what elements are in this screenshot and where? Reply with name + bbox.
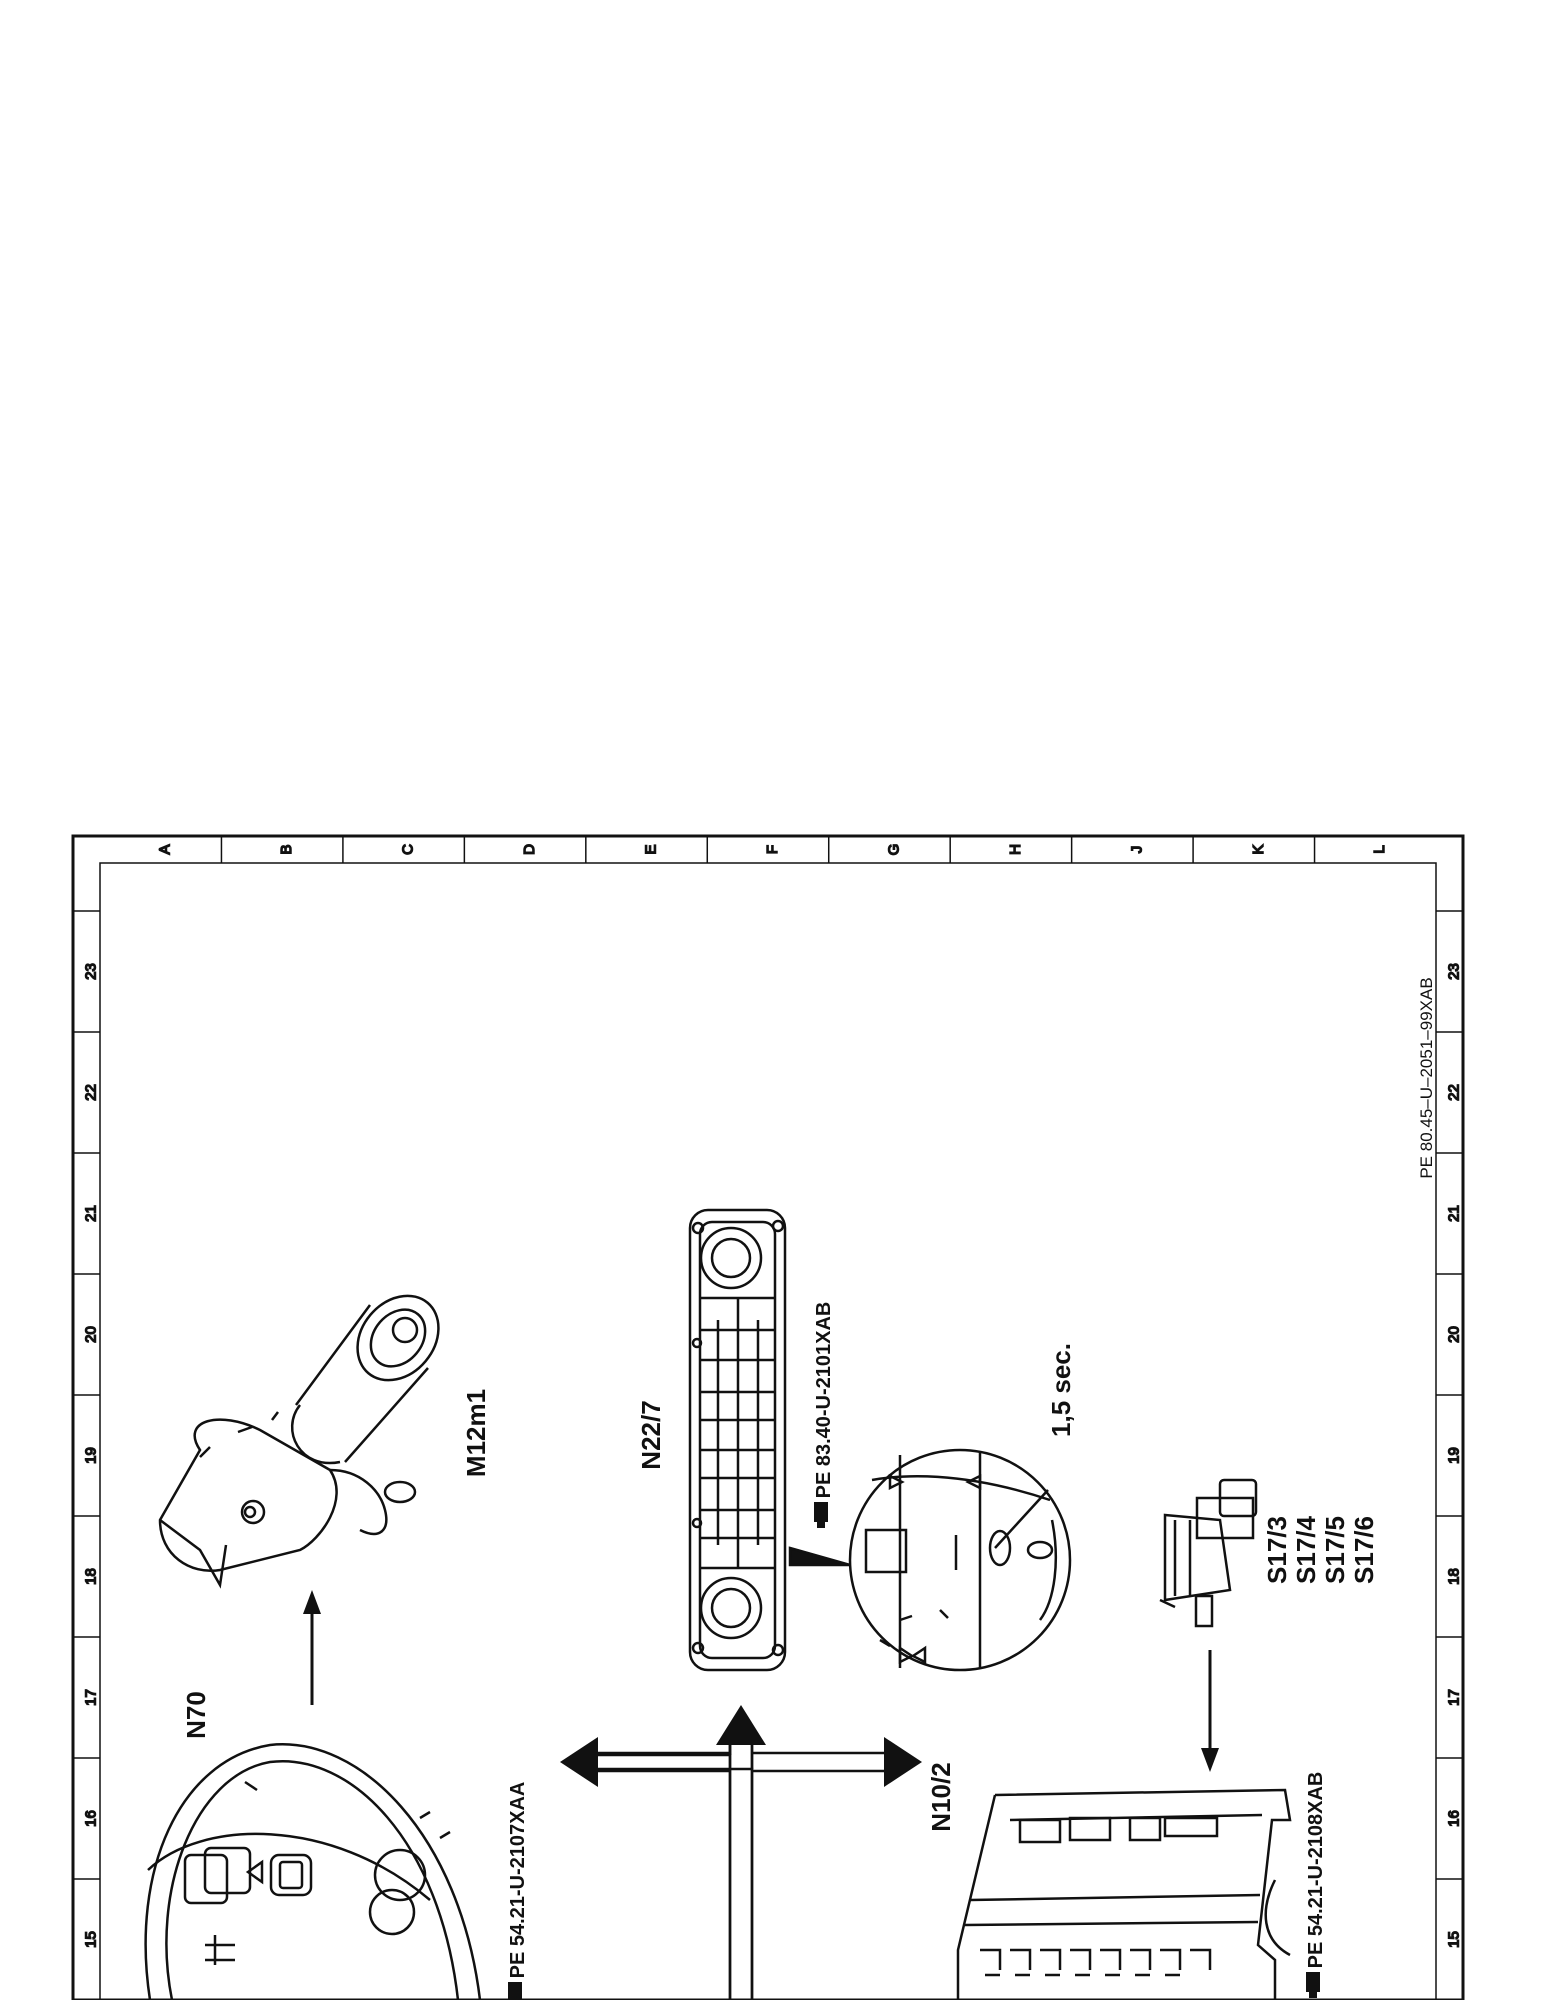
row-tick-label: 17 (1445, 1689, 1462, 1706)
n70-ref-text: PE 54.21-U-2107XAA (507, 1782, 529, 1979)
column-tick-label: G (885, 844, 902, 856)
row-tick-label: 17 (82, 1689, 99, 1706)
document-id: PE 80.45–U–2051–99XAB (1417, 977, 1436, 1178)
row-tick-label: 23 (82, 963, 99, 980)
column-tick-label: B (278, 844, 295, 854)
column-tick-label: J (1128, 846, 1145, 854)
switch-label: S17/3 (1262, 1516, 1292, 1584)
row-tick-label: 18 (1445, 1568, 1462, 1585)
switch-label: S17/5 (1320, 1516, 1350, 1584)
reference-hand-icon (814, 1502, 828, 1528)
sheet-frame (71, 834, 1465, 2000)
arrow-n70-to-m12m1 (303, 1590, 321, 1705)
n70-overhead-unit (144, 1743, 482, 2000)
reference-hand-icon (1306, 1972, 1320, 1998)
switch-label: S17/6 (1349, 1516, 1379, 1584)
s17-door-switch (1159, 1478, 1258, 1628)
n70-label: N70 (181, 1691, 211, 1739)
central-arrow-heads (560, 1705, 922, 1787)
row-tick-label: 19 (82, 1447, 99, 1464)
row-tick-label: 15 (1445, 1931, 1462, 1948)
column-tick-label: D (521, 844, 538, 855)
column-tick-label: F (764, 845, 781, 854)
central-cross-arrow (598, 1745, 884, 2000)
row-tick-label: 21 (1445, 1205, 1462, 1222)
row-tick-label: 22 (1445, 1084, 1462, 1101)
n10-2-reference: PE 54.21-U-2108XAB (1305, 1772, 1327, 1998)
row-tick-label: 16 (1445, 1810, 1462, 1827)
row-tick-label: 15 (82, 1931, 99, 1948)
column-tick-label: C (400, 844, 417, 855)
m12m1-label: M12m1 (461, 1389, 491, 1477)
row-tick-label: 19 (1445, 1447, 1462, 1464)
detail-duration-note: 1,5 sec. (1046, 1343, 1076, 1437)
row-tick-label: 20 (82, 1326, 99, 1343)
row-tick-label: 21 (82, 1205, 99, 1222)
switch-label: S17/4 (1291, 1515, 1321, 1583)
n70-reference: PE 54.21-U-2107XAA (507, 1782, 529, 2000)
reference-hand-icon (508, 1982, 522, 2000)
row-tick-label: 18 (82, 1568, 99, 1585)
column-tick-label: E (643, 844, 660, 854)
column-tick-label: H (1007, 844, 1024, 855)
arrow-switch-to-n10-2 (1201, 1650, 1219, 1772)
row-tick-label: 20 (1445, 1326, 1462, 1343)
row-ruler: 23 23 22 22 21 21 20 20 19 19 18 18 17 17 16 16 15 15 (73, 910, 1463, 1949)
column-tick-label: L (1371, 845, 1388, 853)
n22-7-label: N22/7 (636, 1400, 666, 1469)
n22-7-detail-view (788, 1448, 1072, 1672)
n22-7-ref-text: PE 83.40-U-2101XAB (813, 1302, 835, 1499)
column-tick-label: A (157, 844, 174, 854)
column-tick-label: K (1250, 844, 1267, 854)
row-tick-label: 23 (1445, 963, 1462, 980)
n22-7-reference: PE 83.40-U-2101XAB (813, 1302, 835, 1528)
row-tick-label: 16 (82, 1810, 99, 1827)
n22-7-control-panel (688, 1208, 787, 1672)
n10-2-label: N10/2 (926, 1762, 956, 1831)
n10-2-ref-text: PE 54.21-U-2108XAB (1305, 1772, 1327, 1969)
m12m1-motor (158, 1294, 440, 1589)
row-tick-label: 22 (82, 1084, 99, 1101)
n10-2-sam-module (956, 1788, 1292, 2000)
